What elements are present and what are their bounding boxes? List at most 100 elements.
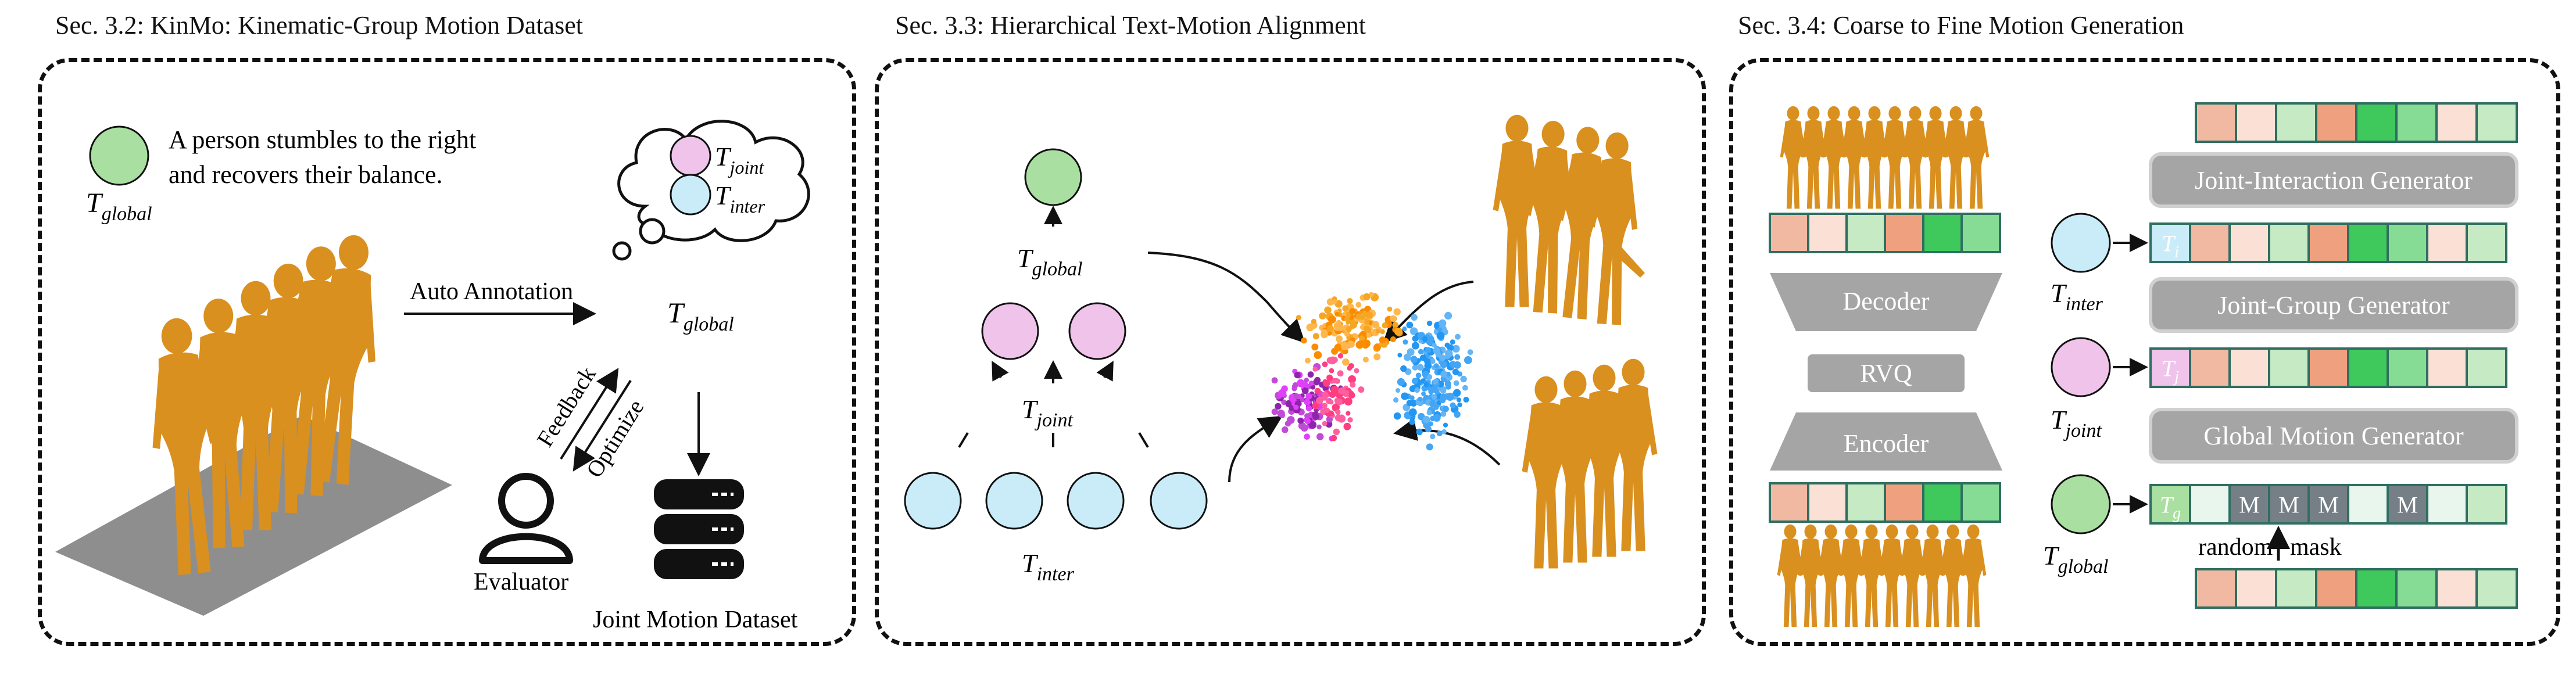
scatter-point bbox=[1441, 429, 1447, 435]
scatter-point bbox=[1428, 421, 1433, 426]
scatter-point bbox=[1336, 320, 1342, 326]
motion-figures-top bbox=[1493, 114, 1645, 326]
scatter-point bbox=[1321, 329, 1328, 336]
scatter-point bbox=[1293, 404, 1299, 410]
scatter-point bbox=[1305, 393, 1312, 400]
motion-figures-bottom bbox=[1522, 358, 1658, 569]
scatter-point bbox=[1291, 386, 1297, 392]
scatter-point bbox=[1306, 323, 1314, 332]
scatter-point bbox=[1464, 356, 1472, 364]
scatter-point bbox=[1425, 347, 1432, 353]
panel1-content: Tglobal A person stumbles to the right a… bbox=[55, 120, 810, 633]
token-cell bbox=[2307, 347, 2349, 388]
curve-inter-to-cloud bbox=[1228, 415, 1283, 483]
scatter-point bbox=[1418, 339, 1423, 344]
token-cell bbox=[2268, 222, 2310, 263]
scatter-point bbox=[1439, 319, 1447, 328]
joint-group-generator bbox=[2149, 277, 2518, 333]
scatter-point bbox=[1390, 315, 1396, 322]
scatter-point bbox=[1333, 428, 1340, 436]
scatter-point bbox=[1462, 385, 1468, 391]
scatter-point bbox=[1281, 426, 1289, 433]
scatter-point bbox=[1330, 386, 1339, 394]
curve-motion-bottom-to-cloud bbox=[1393, 418, 1501, 466]
gen-t-inter-label: Tinter bbox=[2051, 278, 2103, 315]
token-label: M bbox=[2278, 492, 2299, 518]
token-cell bbox=[2149, 347, 2191, 388]
scatter-point bbox=[1450, 339, 1455, 345]
scatter-point bbox=[1363, 293, 1371, 300]
scatter-point bbox=[1387, 306, 1393, 312]
t-global-label: Tglobal bbox=[86, 188, 152, 225]
ground-truth-token-row bbox=[2195, 568, 2518, 609]
scatter-point bbox=[1400, 365, 1407, 372]
scatter-point bbox=[1440, 411, 1447, 417]
token-cell bbox=[1922, 482, 1963, 523]
scatter-point bbox=[1445, 349, 1453, 358]
token-cell bbox=[2355, 102, 2398, 143]
scatter-point bbox=[1440, 387, 1447, 394]
thought-bubble bbox=[612, 120, 810, 261]
t-inter-node bbox=[670, 174, 711, 216]
token-cell bbox=[2307, 222, 2349, 263]
scatter-point bbox=[1359, 315, 1365, 320]
scatter-point bbox=[1375, 329, 1380, 334]
t-global-mid-label: Tglobal bbox=[667, 296, 734, 335]
scatter-point bbox=[1401, 392, 1409, 400]
decoder-label: Decoder bbox=[1842, 287, 1929, 315]
token-cell bbox=[2235, 568, 2277, 609]
scatter-point bbox=[1411, 314, 1418, 321]
database-icon bbox=[654, 479, 744, 579]
scatter-point bbox=[1393, 308, 1401, 315]
scatter-point bbox=[1308, 380, 1314, 386]
scatter-point bbox=[1362, 310, 1368, 317]
scatter-point bbox=[1402, 326, 1407, 332]
token-cell bbox=[2395, 102, 2438, 143]
scatter-point bbox=[1327, 325, 1334, 332]
scatter-point bbox=[1334, 311, 1340, 317]
token-cell bbox=[1922, 213, 1963, 253]
scatter-point bbox=[1412, 364, 1418, 371]
scatter-point bbox=[1422, 416, 1430, 423]
random-label: random bbox=[2198, 534, 2273, 561]
scatter-point bbox=[1300, 424, 1308, 432]
scatter-point bbox=[1373, 353, 1381, 361]
token-cell bbox=[2475, 102, 2518, 143]
scatter-point bbox=[1443, 405, 1449, 412]
scatter-point bbox=[1316, 397, 1323, 404]
token-cell bbox=[2426, 347, 2468, 388]
scatter-point bbox=[1296, 315, 1301, 321]
scatter-point bbox=[1326, 298, 1334, 306]
scatter-point bbox=[1344, 397, 1353, 406]
scatter-point bbox=[1326, 399, 1331, 404]
scatter-point bbox=[1287, 416, 1295, 424]
scatter-point bbox=[1304, 413, 1310, 419]
scatter-point bbox=[1294, 372, 1301, 379]
scatter-point bbox=[1432, 343, 1437, 348]
scatter-point bbox=[1310, 384, 1316, 390]
scatter-point bbox=[1312, 333, 1319, 340]
scatter-point bbox=[1444, 311, 1452, 320]
scatter-point bbox=[1290, 397, 1296, 403]
token-cell bbox=[1807, 482, 1848, 523]
output-token-row bbox=[2195, 102, 2518, 143]
tree-global-node bbox=[1024, 148, 1082, 206]
scatter-point bbox=[1337, 353, 1343, 359]
scatter-point bbox=[1433, 379, 1438, 385]
scatter-point bbox=[1313, 378, 1320, 386]
scatter-point bbox=[1297, 379, 1305, 387]
t-global-node bbox=[89, 125, 149, 186]
scatter-point bbox=[1424, 358, 1431, 365]
token-cell bbox=[1807, 213, 1848, 253]
token-cell bbox=[2347, 484, 2389, 525]
scatter-point bbox=[1328, 410, 1334, 417]
token-cell bbox=[2435, 102, 2478, 143]
scatter-point bbox=[1421, 392, 1426, 396]
token-cell bbox=[2189, 347, 2231, 388]
scatter-point bbox=[1312, 367, 1318, 372]
scatter-point bbox=[1437, 327, 1443, 332]
scatter-point bbox=[1426, 410, 1432, 415]
scatter-point bbox=[1457, 402, 1462, 408]
scatter-point bbox=[1394, 327, 1403, 336]
